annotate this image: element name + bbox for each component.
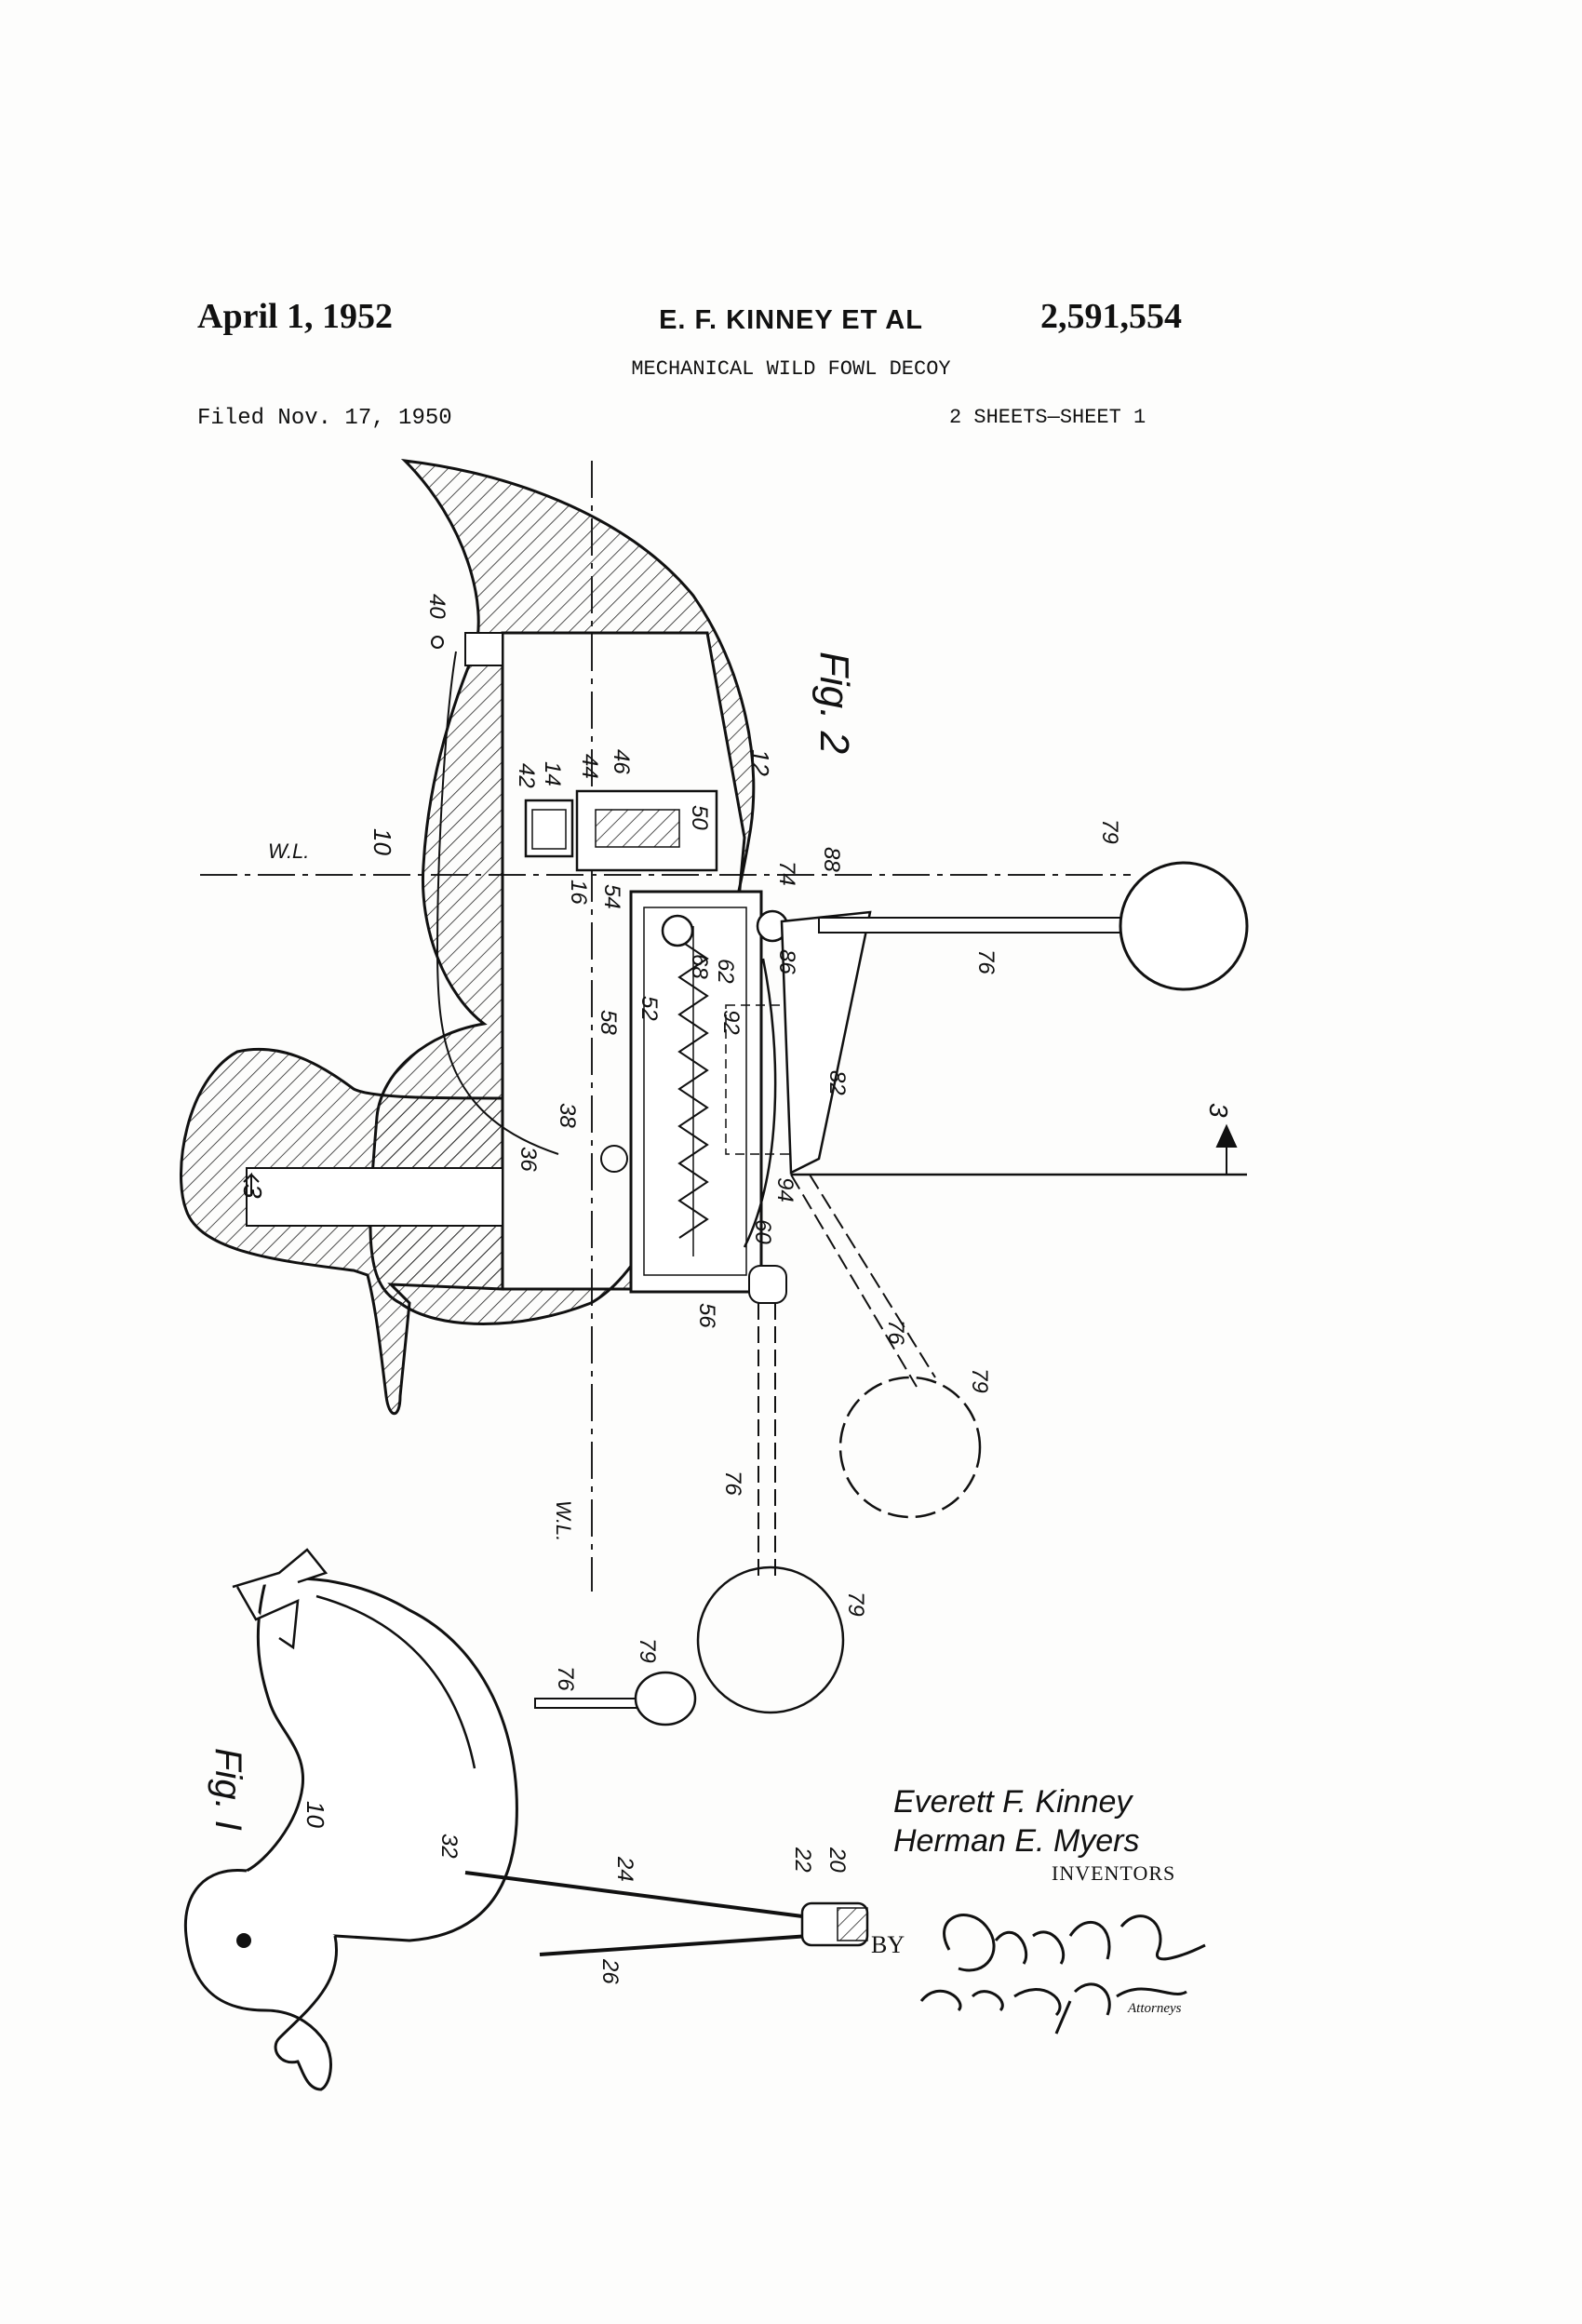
- ref-82: 82: [825, 1070, 850, 1095]
- attorney-signature: [919, 1914, 1206, 2035]
- weight-79-swung-a: [838, 1376, 982, 1519]
- ref-16: 16: [566, 880, 591, 905]
- figure-2: 10 12 14 16 36 38 40 42 44 46 50 52 54 5…: [180, 458, 1249, 1714]
- ref-56: 56: [694, 1303, 719, 1328]
- fig1-rod-76: [534, 1698, 643, 1709]
- fig1-ref-22: 22: [790, 1847, 815, 1873]
- fig1-label: Fig. I: [208, 1748, 248, 1831]
- ref-74: 74: [774, 861, 799, 886]
- ref-76-swung-b: 76: [720, 1471, 745, 1496]
- ref-42: 42: [514, 763, 539, 788]
- ref-86: 86: [774, 949, 799, 974]
- switch-36: [600, 1145, 628, 1173]
- filing-date: Filed Nov. 17, 1950: [197, 406, 452, 431]
- patent-title: MECHANICAL WILD FOWL DECOY: [631, 357, 951, 381]
- ref-58: 58: [596, 1010, 621, 1035]
- swan-wing: [315, 1594, 476, 1769]
- ref-10: 10: [369, 828, 396, 855]
- fig1-ref-79: 79: [635, 1638, 660, 1663]
- ref-79-swung-a: 79: [967, 1368, 992, 1393]
- pendulum-rod-76-swung-a: [790, 1174, 918, 1388]
- ref-52: 52: [637, 996, 662, 1021]
- switch-40-knob: [431, 636, 444, 649]
- ref-44: 44: [577, 754, 602, 779]
- waterline-label-bottom: W.L.: [552, 1500, 575, 1541]
- switch-40: [464, 632, 503, 666]
- waterline-label-top: W.L.: [268, 840, 309, 863]
- drive-housing-58: [629, 890, 763, 1294]
- fig1-cord-26: [539, 1934, 811, 1956]
- fig1-ref-10: 10: [302, 1801, 329, 1828]
- wiring-38: [436, 651, 559, 1155]
- figure-1: 10 20 22 24 26 32 76 79 Fig. I: [183, 1548, 869, 2091]
- head-shaft: [246, 1167, 503, 1227]
- ref-14: 14: [540, 761, 565, 786]
- weight-79-upright: [1119, 861, 1249, 991]
- ref-79-upright: 79: [1097, 819, 1122, 844]
- ref-76-upright: 76: [973, 949, 999, 974]
- inventor-1: Everett F. Kinney: [893, 1784, 1133, 1820]
- ref-section-3-left: 3: [238, 1184, 267, 1199]
- inventor-2: Herman E. Myers: [893, 1823, 1140, 1859]
- fig1-ref-26: 26: [597, 1958, 623, 1984]
- ref-60: 60: [750, 1219, 775, 1244]
- by-label: BY: [871, 1931, 905, 1958]
- decoy-head-block: [180, 1047, 504, 1416]
- ref-50: 50: [687, 805, 712, 830]
- crank-arm-60: [743, 958, 777, 1248]
- fig1-ref-24: 24: [612, 1856, 637, 1882]
- sheet-count: 2 SHEETS—SHEET 1: [949, 406, 1146, 429]
- ref-section-3-right: 3: [1204, 1103, 1233, 1118]
- fig1-ref-76: 76: [553, 1666, 578, 1691]
- keel-fin-82: [780, 910, 872, 1175]
- pendulum-rod-76-swung-a2: [809, 1174, 936, 1378]
- swan-eye: [236, 1933, 251, 1948]
- ref-46: 46: [609, 749, 634, 774]
- fig1-ref-20: 20: [825, 1847, 850, 1873]
- weight-79-swung-b: [696, 1565, 845, 1714]
- inventor-heading: E. F. KINNEY ET AL: [659, 305, 923, 335]
- section-arrow-right: [1215, 1123, 1238, 1175]
- ref-68: 68: [687, 954, 712, 979]
- fig1-ref-32: 32: [436, 1834, 462, 1859]
- motor-cap: [531, 809, 567, 850]
- pendulum-rod-76-upright: [818, 917, 1127, 934]
- inventor-names: Everett F. Kinney Herman E. Myers: [893, 1782, 1140, 1861]
- attorneys-label: Attorneys: [1128, 2001, 1182, 2016]
- ref-88: 88: [819, 847, 844, 872]
- patent-date: April 1, 1952: [197, 297, 394, 336]
- fig1-float-cap-22: [837, 1907, 868, 1941]
- ref-38: 38: [555, 1103, 580, 1128]
- ref-40: 40: [424, 594, 449, 619]
- ref-54: 54: [599, 884, 624, 909]
- ref-12: 12: [746, 749, 774, 776]
- ref-76-swung-a: 76: [883, 1320, 908, 1345]
- section-arrow-left: [243, 1172, 260, 1196]
- ref-92: 92: [718, 1010, 744, 1035]
- fig1-cord-24: [464, 1871, 811, 1919]
- rod-clamp: [748, 1265, 787, 1304]
- gear-train: [595, 809, 680, 848]
- ref-62: 62: [713, 959, 738, 984]
- inventors-label: INVENTORS: [1052, 1861, 1176, 1885]
- swan-tail-feathers: [232, 1548, 328, 1650]
- fig1-weight-79: [634, 1671, 697, 1726]
- worm-screw-52: [677, 939, 709, 1239]
- ref-94: 94: [772, 1177, 798, 1202]
- fig2-label: Fig. 2: [811, 652, 857, 754]
- swan-head: [183, 1868, 338, 2091]
- ref-36: 36: [516, 1147, 541, 1172]
- patent-number: 2,591,554: [1040, 297, 1182, 336]
- pivot-68: [661, 914, 694, 947]
- ref-79-swung-b: 79: [843, 1592, 868, 1617]
- drive-housing-inner: [643, 907, 747, 1276]
